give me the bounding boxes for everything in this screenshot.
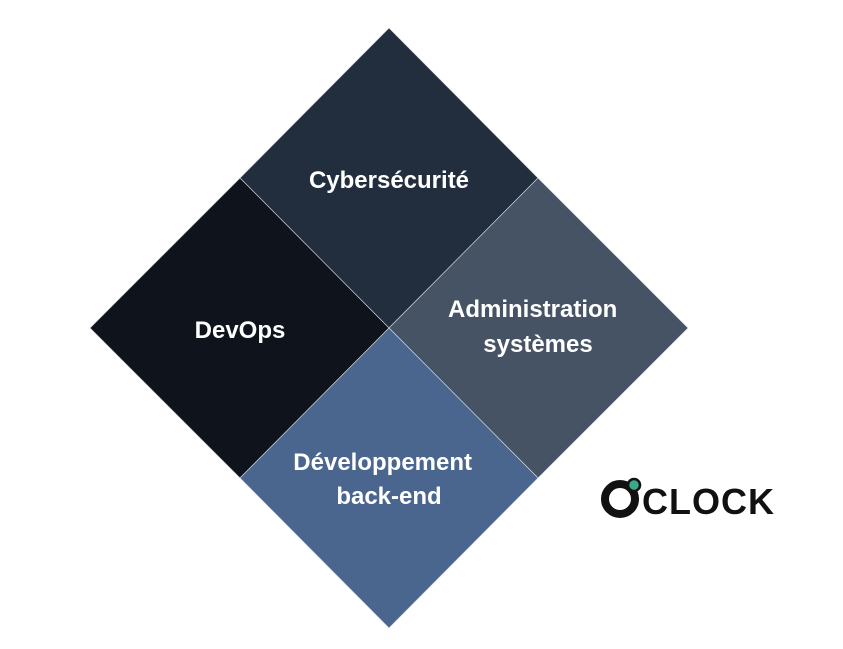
label-devops: DevOps (195, 317, 286, 344)
logo-ring-icon (601, 480, 639, 518)
logo-text: CLOCK (642, 481, 775, 522)
label-developpement-back-end: Développement back-end (293, 449, 478, 510)
oclock-logo: CLOCK (601, 477, 775, 522)
quadrant-bottom (239, 327, 539, 629)
logo-dot-icon (626, 477, 642, 493)
label-cybersecurite: Cybersécurité (309, 167, 469, 194)
label-administration-systemes: Administration systèmes (448, 296, 624, 358)
